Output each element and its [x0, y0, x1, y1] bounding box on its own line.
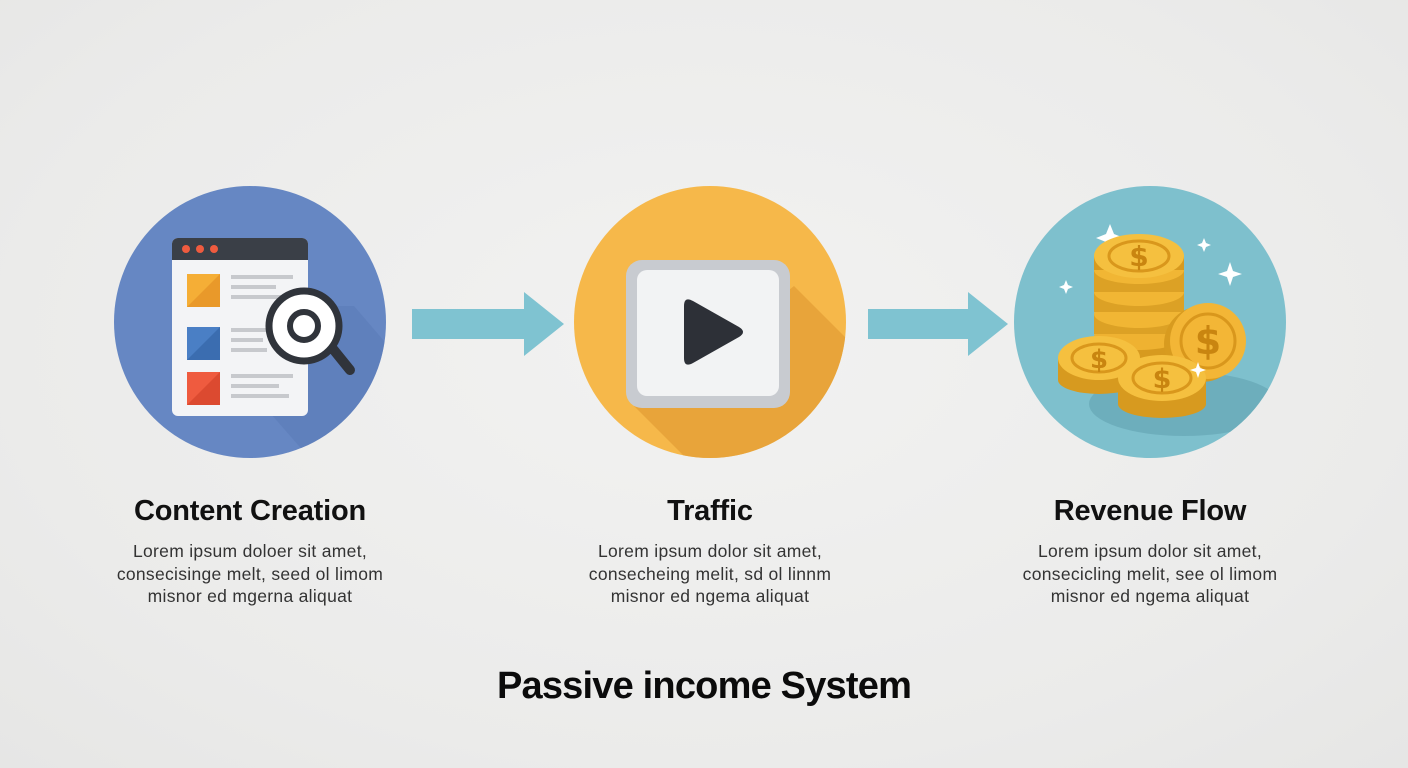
description-line: misnor ed ngema aliquat	[1050, 586, 1250, 606]
description-line: consecicling melit, see ol limom	[1022, 563, 1278, 584]
page-title: Passive income System	[496, 665, 912, 707]
step-content-creation: Content Creation Lorem ipsum doloer sit …	[70, 186, 430, 608]
step-description: Lorem ipsum dolor sit amet, consecicling…	[970, 540, 1330, 608]
description-line: misnor ed mgerna aliquat	[147, 586, 353, 606]
svg-text:$: $	[1129, 240, 1148, 273]
content-creation-circle	[114, 186, 386, 458]
description-line: consecheing melit, sd ol linnm	[588, 563, 832, 584]
step-title: Revenue Flow	[1053, 495, 1247, 527]
description-line: misnor ed ngema aliquat	[610, 586, 810, 606]
description-line: consecisinge melt, seed ol limom	[116, 563, 384, 584]
description-line: Lorem ipsum dolor sit amet,	[1037, 541, 1262, 561]
step-description: Lorem ipsum dolor sit amet, consecheing …	[530, 540, 890, 608]
step-traffic: Traffic Lorem ipsum dolor sit amet, cons…	[530, 186, 890, 608]
step-title: Traffic	[667, 495, 753, 527]
play-button-icon	[574, 186, 846, 458]
revenue-flow-circle: $ $ $	[1014, 186, 1286, 458]
arrow-right-icon	[412, 292, 564, 356]
svg-text:$: $	[1153, 364, 1172, 395]
step-title: Content Creation	[133, 495, 366, 527]
arrow-right-icon	[868, 292, 1008, 356]
browser-search-icon	[114, 186, 386, 458]
traffic-circle	[574, 186, 846, 458]
step-description: Lorem ipsum doloer sit amet, consecising…	[70, 540, 430, 608]
description-line: Lorem ipsum doloer sit amet,	[132, 541, 368, 561]
step-revenue-flow: $ $ $	[970, 186, 1330, 608]
description-line: Lorem ipsum dolor sit amet,	[597, 541, 822, 561]
coin-stack-icon: $ $ $	[1014, 186, 1286, 458]
svg-text:$: $	[1090, 345, 1108, 375]
svg-text:$: $	[1195, 319, 1221, 363]
